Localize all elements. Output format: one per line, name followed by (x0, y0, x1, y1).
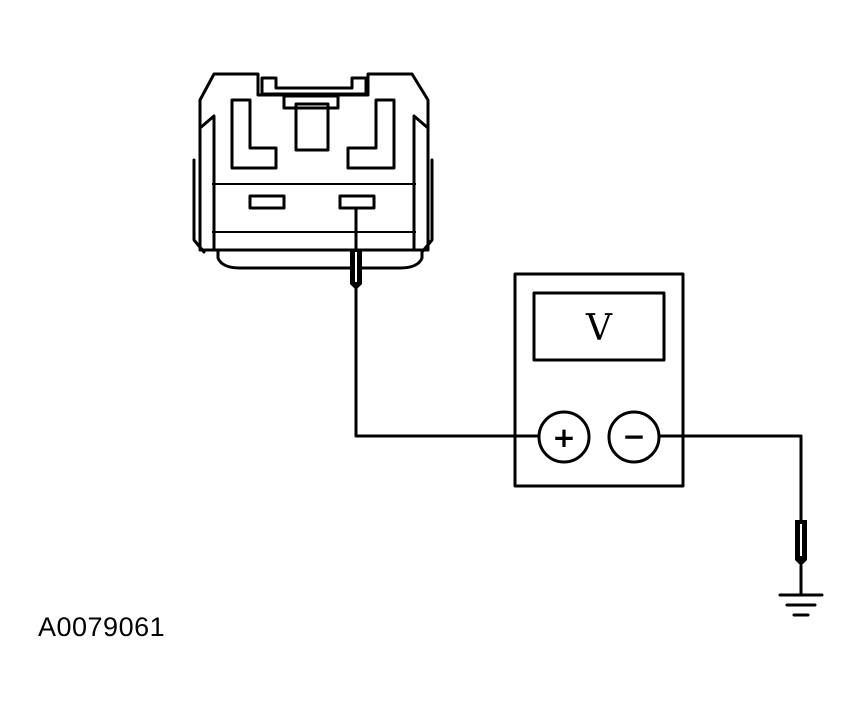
negative-test-lead (657, 434, 803, 522)
electrical-connector-icon (192, 72, 434, 270)
ground-symbol-icon (778, 593, 824, 617)
positive-terminal-label: + (552, 421, 575, 454)
figure-id: A0079061 (38, 612, 166, 642)
ground-probe-icon (795, 520, 807, 596)
meter-display-label: V (585, 308, 613, 349)
positive-test-lead (354, 286, 540, 438)
positive-terminal: + (537, 410, 591, 464)
voltmeter-icon: V + − (513, 272, 685, 488)
test-probe-icon (350, 206, 362, 290)
negative-terminal: − (607, 410, 661, 464)
negative-terminal-label: − (622, 420, 645, 453)
